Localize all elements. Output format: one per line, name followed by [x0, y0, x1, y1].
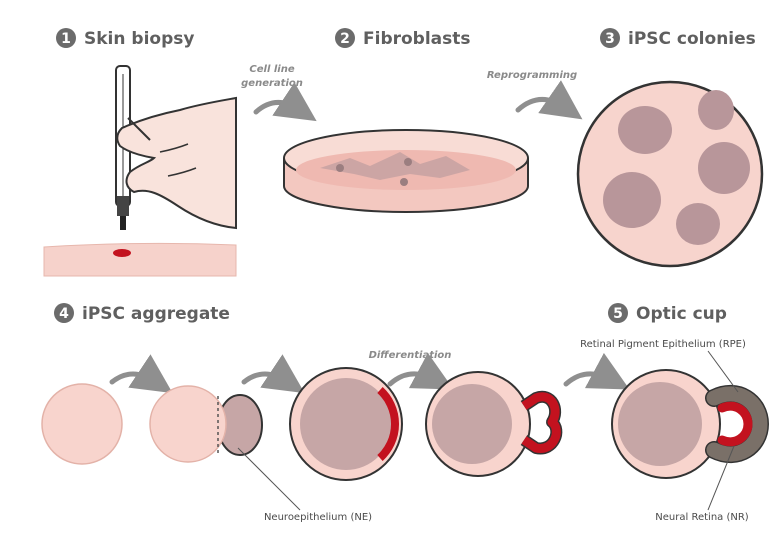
step-3-title: 3 iPSC colonies: [600, 28, 756, 49]
skin-surface: [44, 243, 236, 276]
curved-arrow-2: [518, 99, 566, 110]
step-3-number: 3: [605, 31, 615, 47]
step-3-label: iPSC colonies: [628, 29, 756, 49]
arrow-label-differentiation: Differentiation: [369, 350, 452, 361]
colony: [698, 90, 734, 130]
step-2-title: 2 Fibroblasts: [335, 28, 471, 49]
step-1-title: 1 Skin biopsy: [56, 28, 194, 49]
annotation-rpe: Retinal Pigment Epithelium (RPE): [580, 339, 746, 350]
aggregate-sphere: [150, 386, 226, 462]
curved-arrow-3: [112, 374, 156, 382]
annotation-ne: Neuroepithelium (NE): [264, 512, 372, 523]
step-1-label: Skin biopsy: [84, 29, 194, 49]
biopsy-pen-tip: [117, 196, 129, 216]
step-5-label: Optic cup: [636, 304, 727, 324]
step-5-number: 5: [613, 306, 623, 322]
annotation-ne-leader: [238, 448, 300, 510]
step-4-number: 4: [59, 306, 69, 322]
hand: [117, 98, 236, 228]
colony: [618, 106, 672, 154]
step-1-number: 1: [61, 31, 71, 47]
colony: [603, 172, 661, 228]
step-5-title: 5 Optic cup: [608, 303, 727, 324]
colony: [676, 203, 720, 245]
step-4-label: iPSC aggregate: [82, 304, 230, 324]
step-4-title: 4 iPSC aggregate: [54, 303, 230, 324]
colony: [698, 142, 750, 194]
aggregate-with-neuroepithelium: [150, 386, 262, 462]
arrow-reprogramming: Reprogramming: [487, 70, 577, 110]
curved-arrow-1: [256, 102, 300, 112]
arrow-label-reprogramming: Reprogramming: [487, 70, 577, 81]
curved-arrow-4: [244, 374, 288, 382]
ipsc-colonies-dish: [578, 82, 762, 266]
step-2-label: Fibroblasts: [363, 29, 471, 49]
optic-cup: [612, 370, 760, 478]
curved-arrow-6: [566, 374, 612, 384]
petri-dish: [284, 130, 528, 212]
ipsc-aggregate-sphere: [42, 384, 122, 464]
curved-arrow-5: [390, 374, 436, 384]
annotation-nr: Neural Retina (NR): [655, 512, 748, 523]
optic-vesicle-evaginating: [426, 372, 556, 476]
arrow-label-cell-line: Cell line: [249, 64, 294, 75]
skin-biopsy-illustration: [44, 66, 236, 276]
step-2-number: 2: [340, 31, 350, 47]
neural-retina-layer: [722, 406, 748, 442]
biopsy-wound: [113, 249, 131, 257]
optic-vesicle: [290, 368, 402, 480]
arrow-cell-line-generation: Cell line generation: [241, 64, 303, 112]
arrow-label-generation: generation: [241, 78, 303, 89]
